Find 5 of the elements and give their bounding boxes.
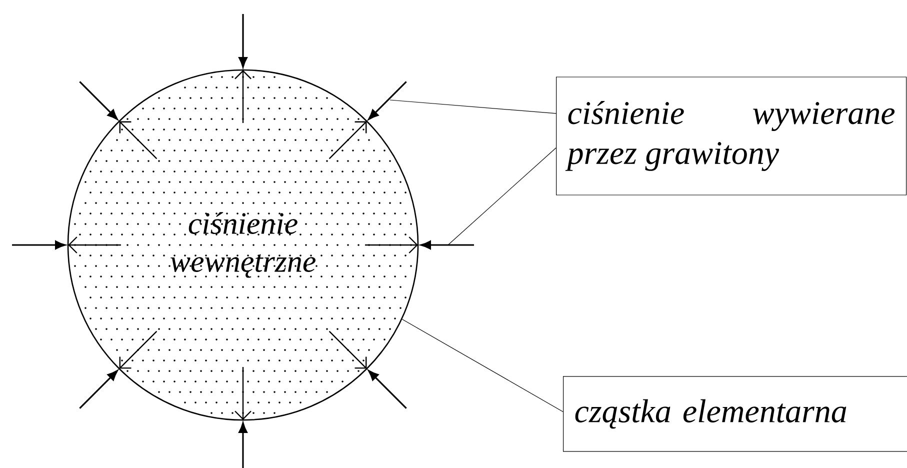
leader-line [402, 318, 564, 412]
label-box: ciśnienie wywierane przez grawitony [556, 76, 907, 196]
leader-line [448, 148, 556, 246]
leader-line [390, 100, 556, 114]
label-box: cząstka elementarna [563, 376, 907, 452]
